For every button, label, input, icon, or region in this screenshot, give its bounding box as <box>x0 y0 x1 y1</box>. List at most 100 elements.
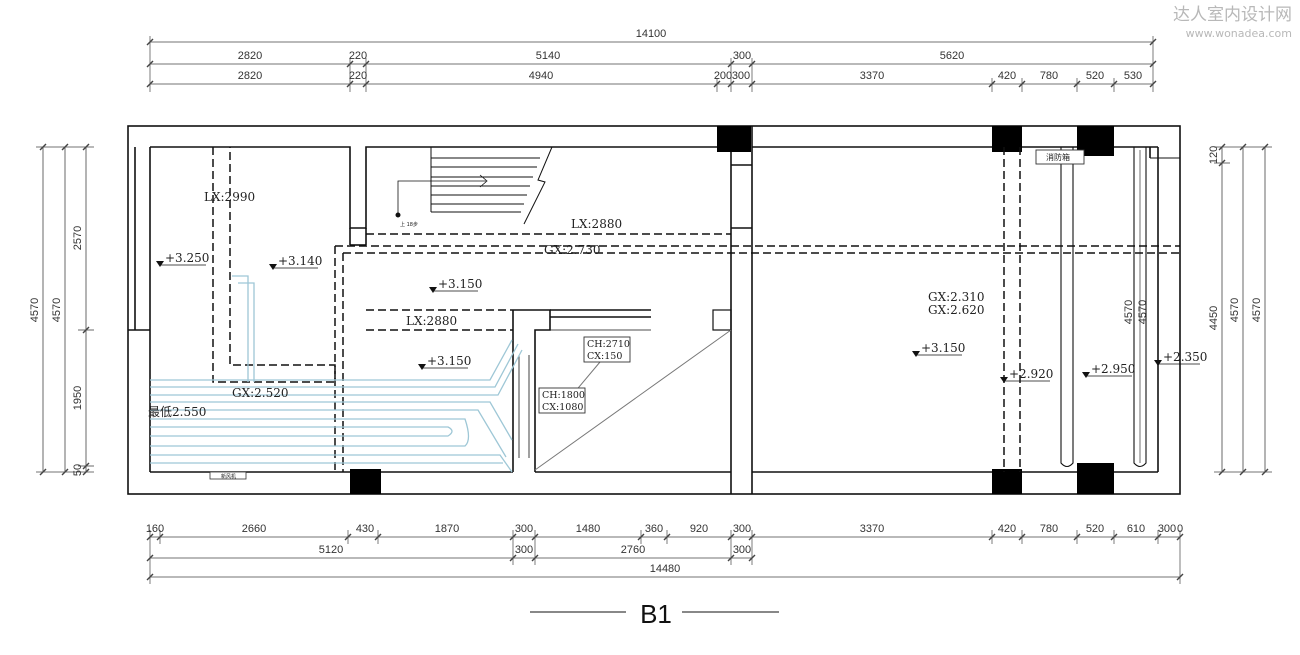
ch-cx-box-1 <box>583 336 631 363</box>
bottom-dim: 420 <box>998 523 1016 535</box>
level-marker: +3.250 <box>156 251 209 267</box>
left-dim-inner: 50 <box>72 464 84 476</box>
top-dim: 300 <box>732 70 750 82</box>
top-dim: 220 <box>349 50 367 62</box>
label-gx-2520: GX:2.520 <box>232 386 289 400</box>
level-label: +2.950 <box>1091 362 1135 376</box>
bottom-dim: 1870 <box>435 523 459 535</box>
equipment-box <box>209 471 247 480</box>
right-dim: 4570 <box>1229 298 1241 322</box>
drawing-title-text: B1 <box>640 599 672 629</box>
label-lowest: 最低2.550 <box>148 405 206 419</box>
label-lx-2990: LX:2990 <box>204 190 255 204</box>
fire-box <box>1035 149 1085 165</box>
label-cx-1080: CX:1080 <box>542 402 583 413</box>
bottom-dim: 3370 <box>860 523 884 535</box>
label-inner-4570a: 4570 <box>1123 300 1135 324</box>
top-dim: 520 <box>1086 70 1104 82</box>
bottom-dim: 300 <box>1158 523 1176 535</box>
bottom-dim: 5120 <box>319 544 343 556</box>
top-dimension-lines <box>146 36 1157 92</box>
label-equipment: 新风机 <box>221 473 236 480</box>
top-total-dim: 14100 <box>636 28 667 40</box>
top-dim: 220 <box>349 70 367 82</box>
left-dim-mid: 4570 <box>51 298 63 322</box>
level-label: +3.250 <box>165 251 209 265</box>
bottom-dim: 300 <box>515 523 533 535</box>
bottom-dim: 2660 <box>242 523 266 535</box>
right-dim: 4450 <box>1208 306 1220 330</box>
top-dim: 5620 <box>940 50 964 62</box>
top-dim: 530 <box>1124 70 1142 82</box>
label-gx-2730: GX:2.730 <box>544 243 601 257</box>
drawing-title: B1 <box>530 599 779 629</box>
top-dim: 3370 <box>860 70 884 82</box>
bottom-total-dim: 14480 <box>650 563 681 575</box>
top-dim: 780 <box>1040 70 1058 82</box>
level-label: +3.140 <box>278 254 322 268</box>
right-dim: 120 <box>1208 146 1220 164</box>
bottom-dim: 520 <box>1086 523 1104 535</box>
label-lx-2880-mid: LX:2880 <box>406 314 457 328</box>
bottom-dimension-text: 160 2660 430 1870 300 1480 360 920 300 3… <box>146 523 1183 575</box>
bottom-dim: 430 <box>356 523 374 535</box>
label-inner-4570b: 4570 <box>1137 300 1149 324</box>
left-dim-outer: 4570 <box>29 298 41 322</box>
bottom-dim: 1480 <box>576 523 600 535</box>
level-marker: +3.150 <box>418 354 471 370</box>
top-dim: 420 <box>998 70 1016 82</box>
bottom-dimension-lines <box>146 530 1184 584</box>
left-dim-inner: 1950 <box>72 386 84 410</box>
level-marker: +3.140 <box>269 254 322 270</box>
ch-cx-box-2 <box>538 387 586 414</box>
watermark-brand: 达人室内设计网 <box>1173 5 1292 25</box>
bottom-dim: 780 <box>1040 523 1058 535</box>
annotations: LX:2990 LX:2880 GX:2.730 LX:2880 GX:2.52… <box>148 152 1149 480</box>
level-marker: +3.150 <box>912 341 965 357</box>
bottom-dim: 300 <box>515 544 533 556</box>
label-lx-2880-top: LX:2880 <box>571 217 622 231</box>
stairs <box>395 146 553 225</box>
top-dim: 5140 <box>536 50 560 62</box>
bottom-dim: 360 <box>645 523 663 535</box>
left-dimension-lines <box>36 143 94 476</box>
bottom-dim: 160 <box>146 523 164 535</box>
right-dimension-lines <box>1214 143 1272 476</box>
bottom-dim: 300 <box>733 544 751 556</box>
stair-note: 上 18步 <box>400 221 418 228</box>
left-dim-inner: 2570 <box>72 226 84 250</box>
level-marker: +3.150 <box>429 277 482 293</box>
label-cx-150: CX:150 <box>587 351 622 362</box>
right-dim: 4570 <box>1251 298 1263 322</box>
bottom-dim: 0 <box>1177 523 1183 535</box>
label-gx-2310: GX:2.310 <box>928 290 985 304</box>
watermark-url: www.wonadea.com <box>1186 27 1292 40</box>
top-dim: 200 <box>714 70 732 82</box>
bottom-dim: 920 <box>690 523 708 535</box>
heating-pipes <box>150 275 523 473</box>
right-rails <box>1060 147 1147 468</box>
label-gx-2620: GX:2.620 <box>928 303 985 317</box>
walls <box>127 125 1181 495</box>
level-label: +2.920 <box>1009 367 1053 381</box>
bottom-dim: 610 <box>1127 523 1145 535</box>
level-label: +2.350 <box>1163 350 1207 364</box>
bottom-dim: 300 <box>733 523 751 535</box>
top-dim: 2820 <box>238 50 262 62</box>
top-dimension-text: 14100 2820 220 5140 300 5620 2820 220 49… <box>238 28 1142 82</box>
level-marker: +2.920 <box>1000 367 1053 383</box>
level-label: +3.150 <box>921 341 965 355</box>
label-fire-box: 消防箱 <box>1046 152 1070 162</box>
label-ch-2710: CH:2710 <box>587 339 630 350</box>
ceiling-dashed-lines <box>212 147 1180 472</box>
bottom-dim: 2760 <box>621 544 645 556</box>
level-marker: +2.950 <box>1082 362 1135 378</box>
label-ch-1800: CH:1800 <box>542 390 585 401</box>
level-marker: +2.350 <box>1154 350 1207 366</box>
top-dim: 4940 <box>529 70 553 82</box>
level-label: +3.150 <box>427 354 471 368</box>
level-markers: +3.250 +3.140 +3.150 +3.150 +3.150 +2.92… <box>156 251 1207 383</box>
top-dim: 300 <box>733 50 751 62</box>
level-label: +3.150 <box>438 277 482 291</box>
